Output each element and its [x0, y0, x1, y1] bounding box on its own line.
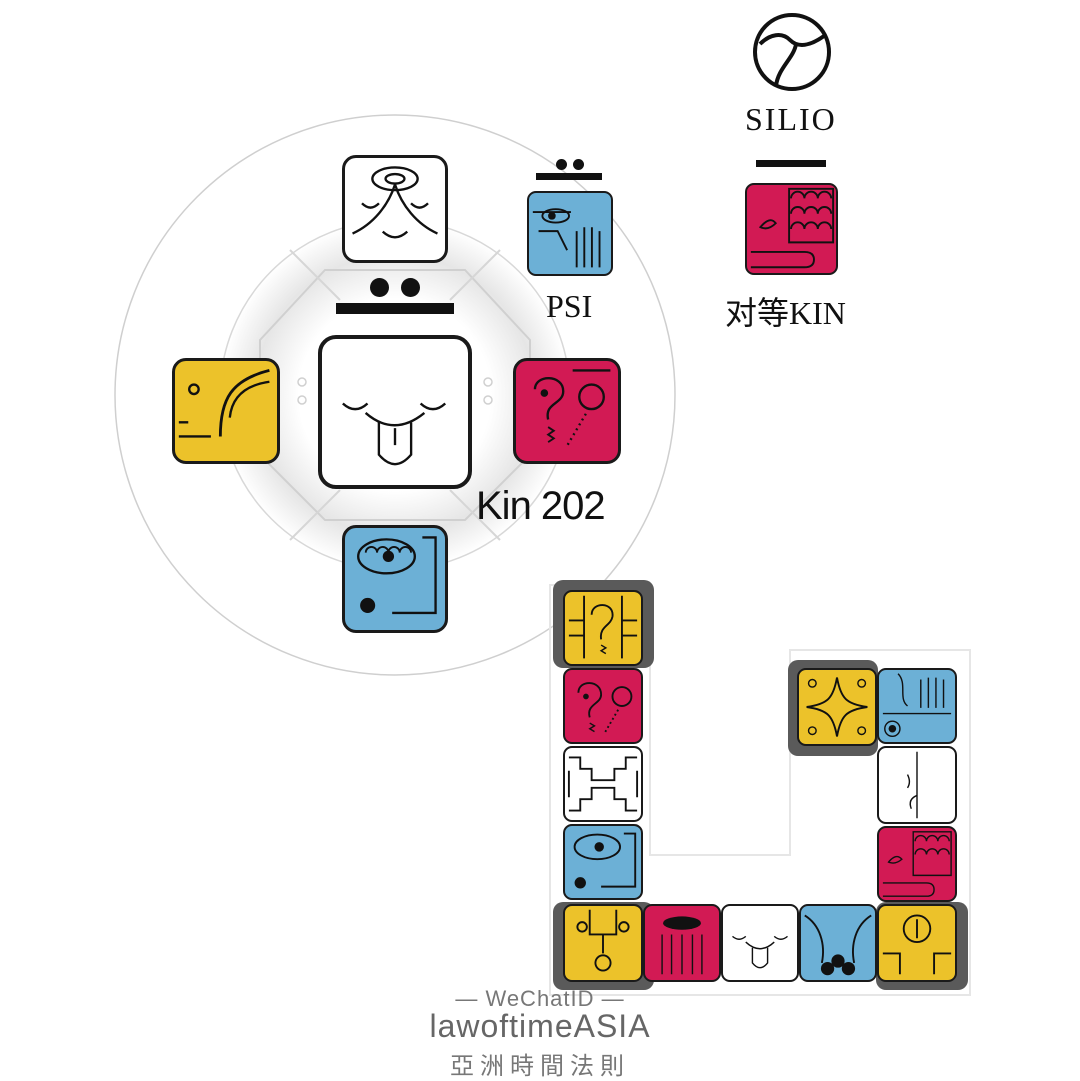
wavespell-yellow-tile — [563, 590, 643, 666]
red-earth-serpent-icon — [882, 831, 952, 897]
wavespell-yellow-tile — [797, 668, 877, 746]
yellow-star-face-icon — [882, 914, 952, 975]
destiny-white-tile — [318, 335, 472, 489]
blue-monkey-profile-icon — [532, 208, 601, 268]
watermark-chinese-name: 亞洲時間法則 — [450, 1053, 630, 1080]
white-wind-face-icon — [732, 935, 788, 969]
blue-monkey-profile-icon — [882, 673, 952, 738]
blue-eagle-icon — [357, 536, 437, 615]
white-wizard-face-icon — [352, 166, 438, 239]
psi-blue-tile — [527, 191, 613, 276]
white-mirror-icon — [567, 756, 639, 812]
white-wind-face-icon — [342, 402, 447, 466]
silio-tone-glyph-icon — [753, 13, 831, 91]
red-moon-question-icon — [533, 369, 611, 447]
red-serpent-icon — [661, 916, 703, 975]
wavespell-red-tile — [877, 826, 957, 902]
wavespell-red-tile — [643, 904, 721, 982]
white-dog-icon — [906, 751, 918, 819]
analog-red-tile — [513, 358, 621, 464]
psi-tone-dot — [573, 159, 584, 170]
yellow-sun-face-icon — [576, 909, 630, 972]
red-earth-serpent-icon — [750, 187, 835, 269]
wavespell-blue-tile — [799, 904, 877, 982]
watermark-wechat-id: — WeChatID — — [455, 986, 625, 1011]
wavespell-yellow-tile — [563, 904, 643, 982]
center-tone-bar — [336, 303, 454, 314]
silio-label: SILIO — [745, 101, 837, 137]
center-tone-dot — [401, 278, 420, 297]
blue-eagle-icon — [573, 832, 637, 889]
blue-night-icon — [804, 914, 872, 976]
psi-tone-bar — [536, 173, 602, 180]
antipode-yellow-tile — [172, 358, 280, 464]
wavespell-red-tile — [563, 668, 643, 744]
equivalent-kin-label: 对等KIN — [725, 295, 846, 331]
wavespell-white-tile — [721, 904, 799, 982]
equivalent-red-tile — [745, 183, 838, 275]
yellow-star-icon — [806, 677, 868, 737]
kin-number-label: Kin 202 — [476, 484, 606, 528]
wavespell-yellow-tile — [877, 904, 957, 982]
psi-tone-dot — [556, 159, 567, 170]
occult-blue-tile — [342, 525, 448, 633]
guide-white-tile — [342, 155, 448, 263]
watermark-account-name: lawoftimeASIA — [429, 1008, 651, 1044]
wavespell-white-tile — [563, 746, 643, 822]
wavespell-blue-tile — [877, 668, 957, 744]
wavespell-outline — [549, 584, 971, 996]
yellow-warrior-profile-icon — [178, 369, 270, 438]
yellow-human-icon — [568, 595, 638, 659]
wavespell-white-tile — [877, 746, 957, 824]
equivalent-tone-bar — [756, 160, 826, 167]
red-moon-question-icon — [577, 682, 633, 734]
psi-label: PSI — [546, 288, 593, 324]
center-tone-dot — [370, 278, 389, 297]
wavespell-blue-tile — [563, 824, 643, 900]
